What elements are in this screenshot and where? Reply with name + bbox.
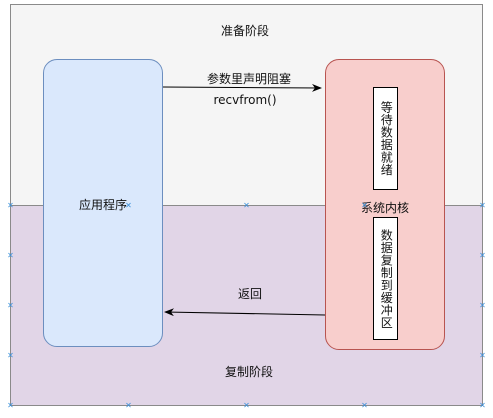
selection-handle-icon[interactable]: ✕ [243, 201, 250, 210]
copy-to-buffer-label: 数据复制到缓冲区 [379, 228, 394, 329]
selection-handle-icon[interactable]: ✕ [125, 201, 132, 210]
selection-handle-icon[interactable]: ✕ [479, 251, 486, 260]
preparation-phase-label: 准备阶段 [220, 24, 269, 38]
selection-handle-icon[interactable]: ✕ [479, 351, 486, 360]
return-label: 返回 [237, 287, 262, 301]
recvfrom-label: recvfrom() [213, 93, 277, 107]
selection-handle-icon[interactable]: ✕ [7, 401, 14, 410]
wait-for-data-node[interactable]: 等待数据就绪 [373, 87, 398, 190]
selection-handle-icon[interactable]: ✕ [7, 201, 14, 210]
selection-handle-icon[interactable]: ✕ [479, 301, 486, 310]
blocking-param-label: 参数里声明阻塞 [206, 72, 291, 86]
selection-handle-icon[interactable]: ✕ [243, 401, 250, 410]
selection-handle-icon[interactable]: ✕ [7, 251, 14, 260]
selection-handle-icon[interactable]: ✕ [361, 401, 368, 410]
kernel-label: 系统内核 [360, 201, 409, 215]
return-arrow[interactable] [164, 308, 326, 317]
application-node[interactable] [43, 59, 163, 347]
selection-handle-icon[interactable]: ✕ [479, 201, 486, 210]
wait-for-data-label: 等待数据就绪 [379, 101, 394, 176]
copy-to-buffer-node[interactable]: 数据复制到缓冲区 [373, 217, 398, 340]
selection-handle-icon[interactable]: ✕ [7, 301, 14, 310]
selection-handle-icon[interactable]: ✕ [7, 351, 14, 360]
recvfrom-call-arrow[interactable] [162, 83, 322, 92]
selection-handle-icon[interactable]: ✕ [361, 201, 368, 210]
copy-phase-label: 复制阶段 [224, 365, 273, 379]
application-label: 应用程序 [78, 198, 127, 212]
selection-handle-icon[interactable]: ✕ [479, 401, 486, 410]
selection-handle-icon[interactable]: ✕ [125, 401, 132, 410]
